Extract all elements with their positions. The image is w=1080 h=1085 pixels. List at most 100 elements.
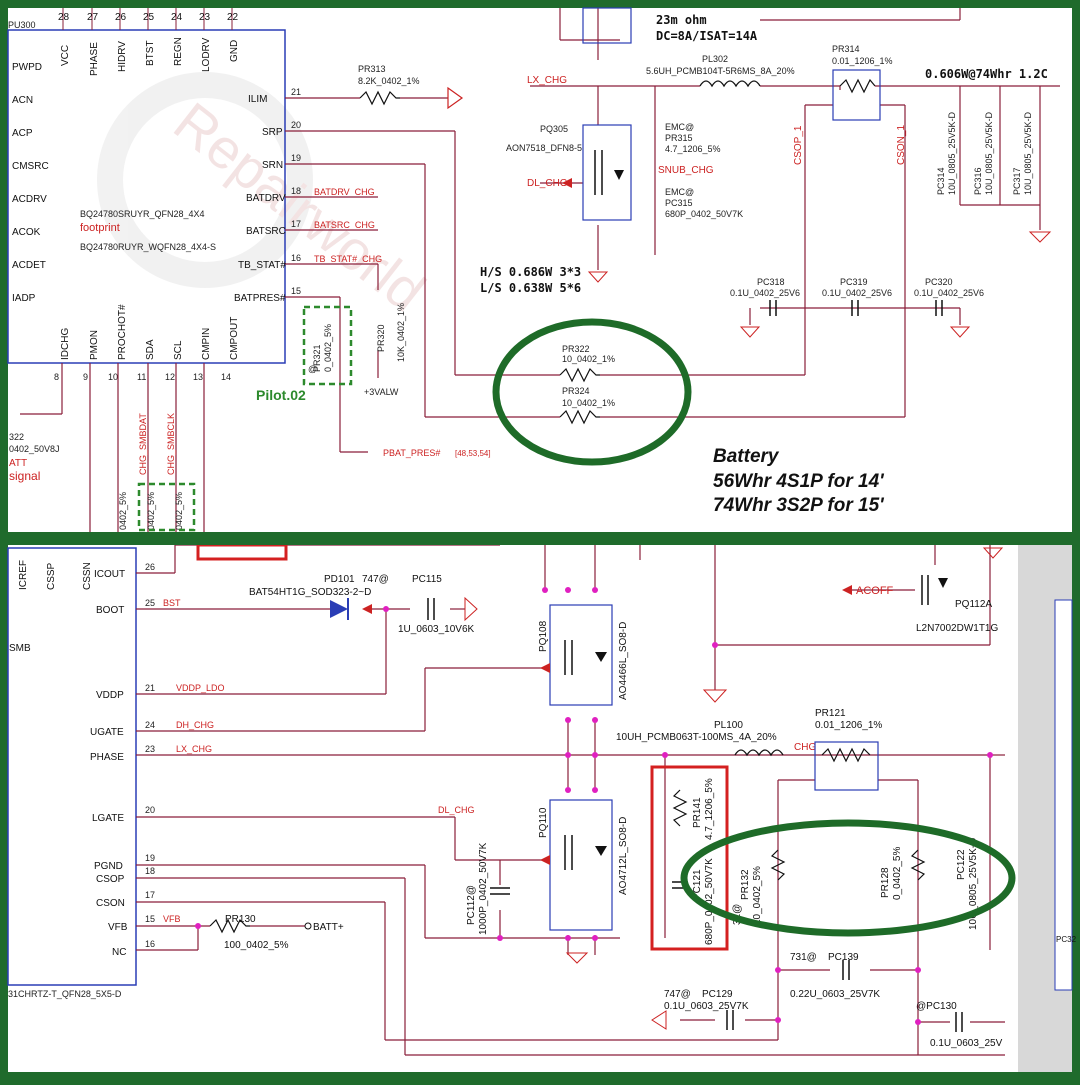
panel-divider: [0, 532, 1080, 545]
pr313-resistor: PR313 8.2K_0402_1%: [358, 64, 464, 110]
pl302-inductor: PL302 5.6UH_PCMB104T-5R6MS_8A_20%: [646, 54, 795, 88]
pin-label: IDCHG: [60, 328, 71, 360]
ground-icon: [565, 952, 589, 964]
ic-part-number: 31CHRTZ-T_QFN28_5X5-D: [8, 989, 122, 999]
pr321-dashed-box: PR321 0_0402_5% @: [302, 305, 353, 386]
component-ref: @PC130: [916, 1001, 957, 1012]
net-label: CSON_1: [896, 125, 907, 165]
component-note: EMC@: [665, 122, 694, 132]
pr314-sense-resistor: PR314 0.01_1206_1%: [832, 44, 893, 121]
pin-label: PHASE: [90, 752, 124, 763]
pin-num: 24: [145, 720, 155, 730]
component-ref: PC122: [956, 849, 967, 880]
component-value: 10_0402_1%: [562, 354, 615, 364]
bottom-panel: ICREF CSSP CSSN SMB 31CHRTZ-T_QFN28_5X5-…: [7, 543, 1077, 1072]
pin-num: 19: [291, 153, 301, 163]
pin-num: 19: [145, 853, 155, 863]
component-value: 10U_0805_25V5K-D: [947, 111, 957, 195]
pin-label: SRN: [262, 160, 283, 171]
pin-num: 23: [145, 744, 155, 754]
pin-label: CMPOUT: [229, 317, 240, 360]
battery-line-2: 74Whr 3S2P for 15': [713, 495, 885, 516]
pin-label: SDA: [145, 339, 156, 360]
top-panel: Repairworld PU300 28 27 26 25 24 23 22 V…: [7, 7, 1072, 532]
pin-label: CSSN: [82, 562, 93, 590]
component-note: 731@: [790, 952, 817, 963]
arrow-icon: [540, 663, 550, 673]
component-ref: PQ110: [538, 807, 549, 838]
component-ref: PC316: [973, 167, 983, 195]
ground-icon: [702, 689, 728, 703]
component-value: 0.01_1206_1%: [832, 56, 893, 66]
pin-label: GND: [229, 40, 240, 62]
pin-label: UGATE: [90, 727, 124, 738]
pin-num: 21: [291, 87, 301, 97]
pin-num: 11: [137, 372, 146, 382]
ic-alt-part: BQ24780RUYR_WQFN28_4X4-S: [80, 242, 216, 252]
arrow-icon: [447, 86, 464, 110]
red-highlight-box: [650, 765, 729, 951]
pin-num: 26: [145, 562, 155, 572]
pin-label: ACDRV: [12, 194, 47, 205]
top-ic-ref: PU300: [8, 20, 36, 30]
pin-num: 17: [291, 219, 301, 229]
component-value: 0_0402_5%: [323, 324, 333, 372]
component-ref: PC314: [936, 167, 946, 195]
pin-label: TB_STAT#: [238, 260, 286, 271]
pin-num: 15: [145, 914, 155, 924]
top-ic-left-pins: PWPD ACN ACP CMSRC ACDRV ACOK ACDET IADP: [12, 62, 49, 304]
component-value: 1000P_0402_50V7K: [478, 842, 489, 935]
pd101-diode: PD101 747@ BAT54HT1G_SOD323-2~D: [249, 574, 389, 620]
pin-label: PGND: [94, 861, 123, 872]
component-ref: PC320: [925, 277, 953, 287]
pin-num: 10: [108, 372, 118, 382]
net-label: VFB: [163, 914, 181, 924]
pin-label: NC: [112, 947, 126, 958]
hs-note: H/S 0.686W 3*3: [480, 265, 581, 279]
component-value: 0.1U_0402_25V6: [822, 288, 892, 298]
net-label: BATDRV_CHG: [314, 187, 375, 197]
battery-title: Battery: [713, 446, 780, 467]
pin-label: IADP: [12, 293, 36, 304]
component-ref: PR313: [358, 64, 386, 74]
component-note: @: [308, 364, 317, 374]
right-partial-sheet: [1054, 599, 1073, 991]
component-value: 0.1U_0402_25V6: [730, 288, 800, 298]
pin-label: ICREF: [18, 560, 29, 590]
ground-icon: [464, 596, 478, 622]
battery-line-1: 56Whr 4S1P for 14': [713, 471, 885, 492]
component-value: 4.7_1206_5%: [704, 778, 715, 840]
pin-label: CSSP: [46, 562, 57, 590]
rail-label: BATT+: [313, 922, 344, 933]
pr121-sense-resistor: PR121 0.01_1206_1%: [814, 708, 882, 791]
pq108-mosfet: PQ108 AO4466L_SO8-D: [538, 604, 629, 706]
snubber-red-box: PR141 4.7_1206_5% PC121 680P_0402_50V7K: [650, 765, 729, 951]
component-note: EMC@: [665, 187, 694, 197]
component-ref: PR128: [880, 867, 891, 898]
component-value: 10K_0402_1%: [396, 303, 406, 362]
component-ref: PQ305: [540, 124, 568, 134]
component-ref: PQ108: [538, 620, 549, 652]
pin-label: SCL: [173, 340, 184, 360]
page-ref: [48,53,54]: [455, 449, 491, 458]
net-label: VDDP_LDO: [176, 683, 225, 693]
pin-label: CMPIN: [201, 328, 212, 360]
pin-label: LGATE: [92, 813, 124, 824]
filter-capacitors: PC318 0.1U_0402_25V6 PC319 0.1U_0402_25V…: [730, 277, 984, 338]
ground-icon: [949, 326, 971, 338]
component-value: 0.1U_0603_25V7K: [664, 1001, 749, 1012]
top-ic-top-pins: 28 27 26 25 24 23 22 VCC PHASE HIDRV BTS…: [58, 8, 240, 76]
pin-label: PROCHOT#: [117, 304, 128, 360]
pr130-resistor: PR130 100_0402_5% BATT+: [209, 914, 344, 951]
arrow-icon: [562, 178, 572, 188]
pc115-capacitor: PC115 1U_0603_10V6K: [398, 574, 478, 635]
highlight-ellipse: [492, 318, 692, 466]
component-value: 0402_5%: [118, 492, 128, 530]
net-label: signal: [9, 469, 40, 483]
pc112-capacitor: PC112@ 1000P_0402_50V7K: [466, 842, 510, 935]
component-ref: PR322: [562, 344, 590, 354]
pc139-capacitor: 731@ PC139 0.22U_0603_25V7K: [790, 952, 880, 1000]
net-label: PBAT_PRES#: [383, 448, 440, 458]
component-value: 0.01_1206_1%: [815, 720, 882, 731]
component-ref: PD101: [324, 574, 355, 585]
